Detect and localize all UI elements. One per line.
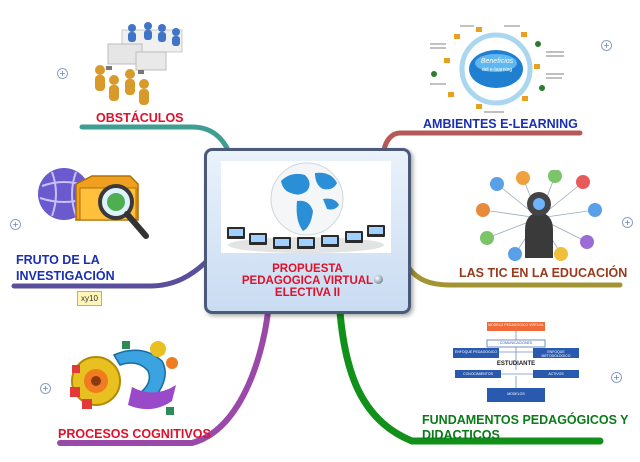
- fund-row1: COMUNICACIONES: [499, 341, 533, 345]
- topic-fruto-line2[interactable]: INVESTIGACIÓN: [16, 269, 115, 283]
- fund-top-box: MODELO PEDAGOGICO VIRTUAL: [488, 323, 544, 327]
- topic-procesos[interactable]: PROCESOS COGNITIVOS: [58, 427, 211, 441]
- branch-fruto: [11, 259, 209, 289]
- central-title-line2: PEDAGOGICA VIRTUAL: [241, 275, 374, 287]
- topic-tic[interactable]: LAS TIC EN LA EDUCACIÓN: [459, 266, 628, 280]
- expand-obstaculos-icon[interactable]: +: [57, 68, 68, 79]
- obstaculos-image: [95, 22, 183, 105]
- branch-ambientes: [381, 130, 583, 153]
- fund-right-box: ENFOQUE METODOLOGICO: [541, 350, 571, 358]
- fruto-image: [38, 168, 149, 239]
- fund-center: ESTUDIANTE: [496, 361, 536, 367]
- fund-left-box: ENFOQUE PEDAGOGICO: [454, 350, 498, 354]
- topic-fundamentos-line2[interactable]: DIDACTICOS: [422, 428, 500, 442]
- topic-ambientes[interactable]: AMBIENTES E-LEARNING: [423, 117, 578, 131]
- expand-tic-icon[interactable]: +: [622, 217, 633, 228]
- central-title-line3: ELECTIVA II: [274, 287, 341, 299]
- central-globe-image: [221, 161, 391, 253]
- expand-fruto-icon[interactable]: +: [10, 219, 21, 230]
- globe-link-icon[interactable]: [374, 275, 383, 284]
- elearning-center-line1: Beneficios: [480, 58, 514, 65]
- note-badge[interactable]: xy10: [77, 291, 102, 306]
- topic-fruto-line1[interactable]: FRUTO DE LA: [16, 253, 100, 267]
- expand-fundamentos-icon[interactable]: +: [611, 372, 622, 383]
- fund-row3-right: ACTIVOS: [548, 372, 564, 376]
- expand-ambientes-icon[interactable]: +: [601, 40, 612, 51]
- central-topic[interactable]: PROPUESTA PEDAGOGICA VIRTUAL ELECTIVA II: [204, 148, 411, 314]
- fund-bottom-box: MODELOS: [507, 392, 525, 396]
- elearning-center-line2: del e-learning: [481, 67, 513, 73]
- fundamentos-image: MODELO PEDAGOGICO VIRTUAL COMUNICACIONES…: [443, 320, 589, 408]
- central-title-line1: PROPUESTA: [272, 263, 343, 275]
- branch-fundamentos: [336, 308, 604, 445]
- branch-obstaculos: [79, 124, 231, 153]
- ambientes-image: Beneficios del e-learning: [424, 22, 569, 114]
- topic-obstaculos[interactable]: OBSTÁCULOS: [96, 111, 184, 125]
- branch-procesos: [57, 309, 271, 446]
- procesos-image: [62, 335, 186, 421]
- expand-procesos-icon[interactable]: +: [40, 383, 51, 394]
- topic-fundamentos-line1[interactable]: FUNDAMENTOS PEDAGÓGICOS Y: [422, 413, 629, 427]
- fund-row3-left: CONOCIMIENTOS: [463, 372, 493, 376]
- tic-image: [476, 170, 602, 261]
